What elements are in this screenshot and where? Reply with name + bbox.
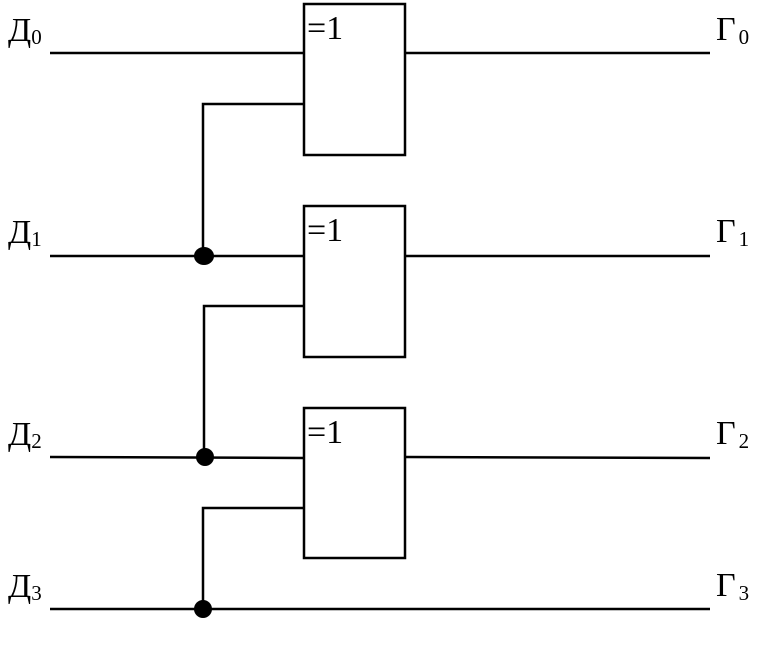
junction-node-d1 — [194, 247, 214, 265]
tap-wire-d2-to-gate1 — [202, 304, 304, 457]
xor-gate-2-box — [302, 406, 407, 560]
xor-gate-0-box — [302, 2, 407, 157]
xor-gate-0: =1 — [302, 2, 407, 157]
output-wire-g2 — [404, 455, 711, 460]
xor-gate-1-symbol: =1 — [307, 212, 343, 249]
junction-node-d2 — [196, 448, 214, 466]
input-label-d0: Д0 — [8, 12, 42, 49]
tap-wire-d3-to-gate2 — [201, 506, 304, 609]
junction-node-d3 — [194, 600, 212, 618]
xor-gate-0-symbol: =1 — [307, 10, 343, 47]
xor-gate-2: =1 — [302, 406, 407, 560]
tap-wire-d1-to-gate0 — [201, 102, 304, 256]
input-label-d3: Д3 — [8, 568, 42, 605]
input-wire-d2 — [49, 455, 305, 460]
input-label-d1: Д1 — [8, 214, 42, 251]
input-label-d2: Д2 — [8, 416, 42, 453]
xor-gate-1: =1 — [302, 204, 407, 359]
xor-gate-1-box — [302, 204, 407, 359]
xor-gate-2-symbol: =1 — [307, 414, 343, 451]
